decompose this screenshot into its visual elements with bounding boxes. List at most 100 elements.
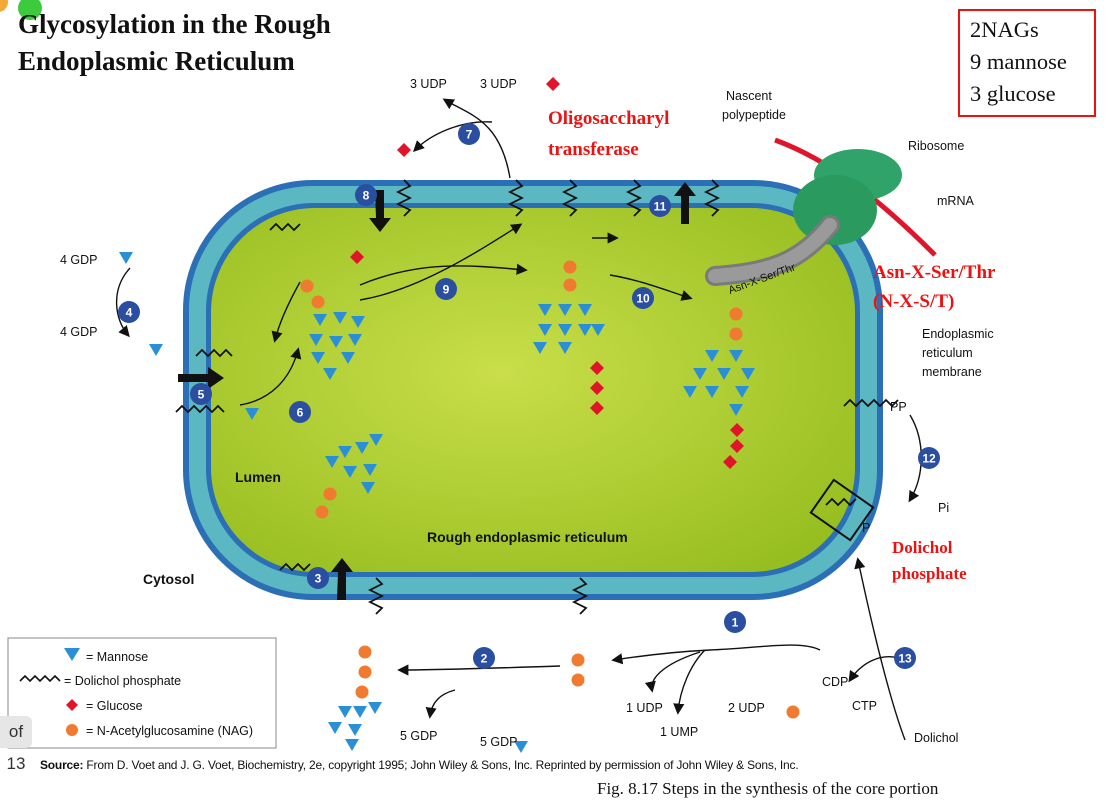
step-5-label: 5 [198, 388, 205, 402]
label-pp: PP [890, 400, 907, 414]
window-dot-green [18, 0, 42, 20]
step-13-marker: 13 [894, 647, 916, 669]
mannose-glyph [514, 741, 528, 753]
step-1-label: 1 [732, 616, 739, 630]
legend-glucose: = Glucose [86, 699, 143, 713]
label-lumen: Lumen [235, 469, 281, 485]
arrow-4-in [115, 267, 131, 338]
glucose-glyph [590, 361, 604, 375]
mannose-glyph [735, 386, 749, 398]
step-1-marker: 1 [724, 611, 746, 633]
label-mrna: mRNA [937, 194, 974, 208]
step-13-label: 13 [898, 652, 912, 666]
sugar-count-box: 2NAGs 9 mannose 3 glucose [958, 9, 1096, 117]
legend-dolichol-phosphate: = Dolichol phosphate [64, 674, 181, 688]
step-7-label: 7 [466, 128, 473, 142]
legend-mannose: = Mannose [86, 650, 148, 664]
reaction-arrows [115, 98, 922, 741]
mannose-glyph [345, 739, 359, 751]
mannose-glyph [538, 304, 552, 316]
mannose-glyph [355, 442, 369, 454]
label-1ump: 1 UMP [660, 725, 698, 739]
mannose-glyph [538, 324, 552, 336]
mannose-glyph [119, 252, 133, 264]
flip-arrow-11 [674, 182, 696, 224]
mannose-glyph [149, 344, 163, 356]
sugar-chains [119, 77, 800, 753]
arrow-7-out [442, 98, 511, 179]
dolichol-anchor [703, 179, 721, 217]
label-sequon-1: Asn-X-Ser/Thr [873, 262, 996, 283]
sugar-count-mannose: 9 mannose [970, 49, 1067, 74]
label-nascent: Nascent [726, 89, 772, 103]
step-3-marker: 3 [307, 567, 329, 589]
title-line-1: Glycosylation in the Rough [18, 9, 331, 39]
step-7-marker: 7 [458, 123, 480, 145]
mannose-glyph [353, 706, 367, 718]
dolichol-anchor [571, 577, 589, 615]
label-1udp: 1 UDP [626, 701, 663, 715]
step-12-marker: 12 [918, 447, 940, 469]
legend-box [7, 637, 277, 749]
mannose-glyph [348, 724, 362, 736]
step-3-label: 3 [315, 572, 322, 586]
label-5gdp: 5 GDP [400, 729, 438, 743]
glucose-glyph [350, 250, 364, 264]
nag-glyph [311, 295, 325, 309]
step-2-marker: 2 [473, 647, 495, 669]
dolichol-anchor [279, 562, 311, 572]
mannose-glyph [328, 722, 342, 734]
mannose-glyph [717, 368, 731, 380]
arrow-9 [359, 263, 528, 286]
dolichol-anchor [561, 179, 579, 217]
flip-arrows [178, 182, 696, 600]
mannose-glyph [325, 456, 339, 468]
mannose-glyph [245, 408, 259, 420]
mannose-glyph [323, 368, 337, 380]
mannose-glyph [363, 464, 377, 476]
step-4-label: 4 [126, 306, 133, 320]
label-ctp: CTP [852, 699, 877, 713]
mannose-glyph [693, 368, 707, 380]
mannose-glyph [578, 324, 592, 336]
nag-glyph [571, 673, 585, 687]
nag-glyph [786, 705, 800, 719]
legend-glucose-icon [66, 699, 78, 711]
mannose-glyph [558, 304, 572, 316]
mannose-glyph [591, 324, 605, 336]
label-dolichol: Dolichol [914, 731, 958, 745]
label-er-membrane-2: reticulum [922, 346, 973, 360]
nag-glyph [729, 327, 743, 341]
flip-arrow-8 [369, 190, 391, 232]
mannose-glyph [313, 314, 327, 326]
nag-glyph [323, 487, 337, 501]
step-4-marker: 4 [118, 301, 140, 323]
step-12-label: 12 [922, 452, 936, 466]
mannose-glyph [683, 386, 697, 398]
ribosome-complex: Asn-X-Ser/Thr [705, 137, 937, 297]
step-5-marker: 5 [190, 383, 212, 405]
label-pi: Pi [938, 501, 949, 515]
step-2-label: 2 [481, 652, 488, 666]
label-dolichol-phosphate-1: Dolichol [892, 538, 953, 557]
dolichol-anchor [625, 179, 643, 217]
arrow-13 [854, 557, 906, 741]
glucose-glyph [590, 381, 604, 395]
mannose-glyph [329, 336, 343, 348]
source-label: Source: [40, 758, 84, 772]
glucose-glyph [546, 77, 560, 91]
mannose-glyph [343, 466, 357, 478]
label-rough-er: Rough endoplasmic reticulum [427, 529, 628, 545]
mannose-glyph [741, 368, 755, 380]
step-10-label: 10 [636, 292, 650, 306]
window-dot-orange [0, 0, 8, 12]
arrow-1 [611, 644, 821, 665]
mannose-glyph [558, 342, 572, 354]
label-3udp-glc: 3 UDP [480, 77, 517, 91]
mannose-glyph [311, 352, 325, 364]
diagram-labels: 3 UDP 3 UDP 4 GDP 4 GDP Nascent polypept… [60, 77, 996, 749]
step-11-marker: 11 [649, 195, 671, 217]
label-cytosol: Cytosol [143, 571, 194, 587]
glucose-glyph [730, 439, 744, 453]
